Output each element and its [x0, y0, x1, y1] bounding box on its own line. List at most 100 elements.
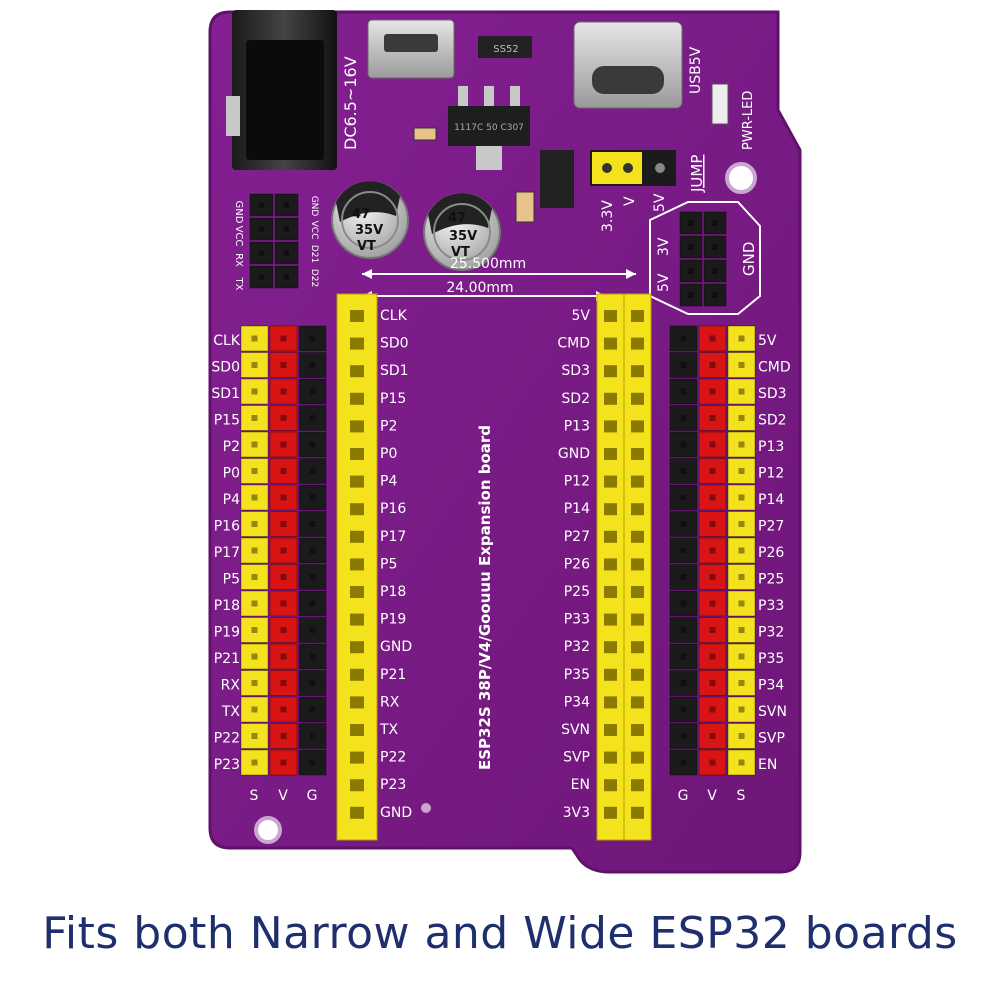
right-rail-pin-red[interactable] — [698, 749, 727, 776]
left-rail-pin-black[interactable] — [298, 590, 327, 617]
left-rail-pin-black[interactable] — [298, 405, 327, 431]
right-rail-pin-red[interactable] — [698, 617, 727, 643]
left-rail-pin-red[interactable] — [269, 670, 298, 696]
uart-pin[interactable] — [274, 217, 299, 241]
right-rail-pin-yellow[interactable] — [727, 405, 756, 431]
right-rail-pin-red[interactable] — [698, 723, 727, 749]
right-rail-pin-red[interactable] — [698, 670, 727, 696]
left-rail-pin-yellow[interactable] — [240, 378, 269, 405]
right-rail-pin-yellow[interactable] — [727, 458, 756, 484]
left-rail-pin-red[interactable] — [269, 617, 298, 643]
right-rail-pin-yellow[interactable] — [727, 484, 756, 511]
left-rail-pin-black[interactable] — [298, 670, 327, 696]
left-rail-pin-yellow[interactable] — [240, 352, 269, 378]
left-rail-pin-black[interactable] — [298, 458, 327, 484]
right-rail-pin-black[interactable] — [669, 749, 698, 776]
esp32-socket-right[interactable] — [596, 293, 652, 841]
left-rail-pin-yellow[interactable] — [240, 484, 269, 511]
left-rail-pin-red[interactable] — [269, 458, 298, 484]
left-rail-pin-black[interactable] — [298, 431, 327, 458]
left-rail-pin-red[interactable] — [269, 378, 298, 405]
right-rail-pin-black[interactable] — [669, 352, 698, 378]
left-rail-pin-black[interactable] — [298, 352, 327, 378]
right-rail-pin-yellow[interactable] — [727, 431, 756, 458]
uart-pin[interactable] — [249, 241, 274, 265]
left-rail-pin-red[interactable] — [269, 537, 298, 564]
right-rail-pin-red[interactable] — [698, 325, 727, 352]
esp32-socket-left[interactable] — [336, 293, 378, 841]
left-rail-pin-black[interactable] — [298, 723, 327, 749]
uart-pin[interactable] — [249, 193, 274, 217]
right-rail-pin-red[interactable] — [698, 352, 727, 378]
right-rail-pin-black[interactable] — [669, 511, 698, 537]
uart-header[interactable] — [249, 193, 299, 289]
left-rail-pin-yellow[interactable] — [240, 431, 269, 458]
right-rail-pin-black[interactable] — [669, 458, 698, 484]
power-rail-pin[interactable] — [679, 259, 703, 283]
left-rail-pin-yellow[interactable] — [240, 696, 269, 723]
left-rail-pin-yellow[interactable] — [240, 537, 269, 564]
right-rail-pin-red[interactable] — [698, 537, 727, 564]
right-rail-headers[interactable] — [669, 325, 756, 776]
right-rail-pin-yellow[interactable] — [727, 749, 756, 776]
power-rail-header[interactable] — [679, 211, 727, 307]
uart-pin[interactable] — [274, 265, 299, 289]
left-rail-pin-black[interactable] — [298, 537, 327, 564]
voltage-jumper[interactable] — [590, 150, 676, 186]
right-rail-pin-yellow[interactable] — [727, 696, 756, 723]
left-rail-pin-red[interactable] — [269, 723, 298, 749]
left-rail-pin-red[interactable] — [269, 590, 298, 617]
right-rail-pin-black[interactable] — [669, 537, 698, 564]
right-rail-pin-red[interactable] — [698, 564, 727, 590]
left-rail-pin-black[interactable] — [298, 378, 327, 405]
right-rail-pin-yellow[interactable] — [727, 511, 756, 537]
uart-pin[interactable] — [249, 265, 274, 289]
power-rail-pin[interactable] — [703, 259, 727, 283]
left-rail-pin-red[interactable] — [269, 643, 298, 670]
right-rail-pin-yellow[interactable] — [727, 723, 756, 749]
right-rail-pin-red[interactable] — [698, 643, 727, 670]
right-rail-pin-black[interactable] — [669, 617, 698, 643]
right-rail-pin-black[interactable] — [669, 590, 698, 617]
right-rail-pin-black[interactable] — [669, 325, 698, 352]
right-rail-pin-yellow[interactable] — [727, 352, 756, 378]
left-rail-pin-black[interactable] — [298, 325, 327, 352]
right-rail-pin-yellow[interactable] — [727, 537, 756, 564]
power-rail-pin[interactable] — [703, 211, 727, 235]
left-rail-pin-red[interactable] — [269, 696, 298, 723]
left-rail-pin-black[interactable] — [298, 643, 327, 670]
right-rail-pin-black[interactable] — [669, 696, 698, 723]
power-rail-pin[interactable] — [679, 235, 703, 259]
left-rail-pin-black[interactable] — [298, 484, 327, 511]
right-rail-pin-yellow[interactable] — [727, 590, 756, 617]
left-rail-pin-red[interactable] — [269, 405, 298, 431]
left-rail-pin-yellow[interactable] — [240, 511, 269, 537]
left-rail-pin-black[interactable] — [298, 696, 327, 723]
right-rail-pin-red[interactable] — [698, 511, 727, 537]
right-rail-pin-black[interactable] — [669, 670, 698, 696]
right-rail-pin-black[interactable] — [669, 431, 698, 458]
power-rail-pin[interactable] — [679, 211, 703, 235]
left-rail-pin-black[interactable] — [298, 511, 327, 537]
right-rail-pin-red[interactable] — [698, 696, 727, 723]
left-rail-pin-red[interactable] — [269, 484, 298, 511]
left-rail-pin-red[interactable] — [269, 431, 298, 458]
left-rail-pin-yellow[interactable] — [240, 749, 269, 776]
right-rail-pin-red[interactable] — [698, 590, 727, 617]
left-rail-pin-red[interactable] — [269, 749, 298, 776]
right-rail-pin-red[interactable] — [698, 484, 727, 511]
left-rail-pin-yellow[interactable] — [240, 723, 269, 749]
left-rail-pin-yellow[interactable] — [240, 643, 269, 670]
left-rail-pin-yellow[interactable] — [240, 617, 269, 643]
right-rail-pin-black[interactable] — [669, 484, 698, 511]
uart-pin[interactable] — [274, 193, 299, 217]
right-rail-pin-black[interactable] — [669, 564, 698, 590]
left-rail-pin-red[interactable] — [269, 564, 298, 590]
right-rail-pin-yellow[interactable] — [727, 564, 756, 590]
left-rail-pin-black[interactable] — [298, 564, 327, 590]
power-rail-pin[interactable] — [679, 283, 703, 307]
left-rail-pin-black[interactable] — [298, 749, 327, 776]
right-rail-pin-yellow[interactable] — [727, 670, 756, 696]
right-rail-pin-red[interactable] — [698, 405, 727, 431]
left-rail-pin-yellow[interactable] — [240, 590, 269, 617]
